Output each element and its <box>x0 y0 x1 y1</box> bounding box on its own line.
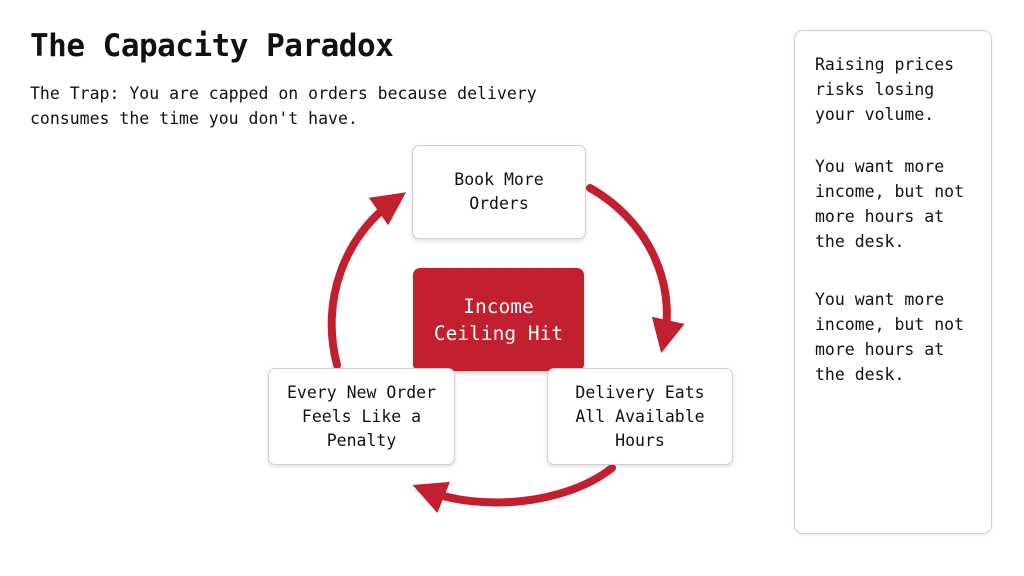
side-panel-paragraph: You want more income, but not more hours… <box>815 157 965 251</box>
cycle-node-order-feels-penalty: Every New Order Feels Like a Penalty <box>268 368 455 465</box>
cycle-center-label: Income Ceiling Hit <box>433 294 564 345</box>
arrow-top-to-right <box>586 184 685 354</box>
cycle-node-label: Every New Order Feels Like a Penalty <box>286 382 436 450</box>
side-panel-paragraph: You want more income, but not more hours… <box>815 290 965 384</box>
arrow-left-to-top <box>327 192 407 369</box>
cycle-node-book-more-orders: Book More Orders <box>412 145 586 239</box>
cycle-center-income-ceiling: Income Ceiling Hit <box>413 268 584 371</box>
side-panel-paragraph: Raising prices risks losing your volume. <box>815 55 955 124</box>
cycle-node-label: Book More Orders <box>454 170 544 213</box>
side-panel: Raising prices risks losing your volume.… <box>794 30 992 534</box>
page-title: The Capacity Paradox <box>30 28 394 64</box>
page-subtitle: The Trap: You are capped on orders becau… <box>30 84 537 128</box>
cycle-node-delivery-eats-hours: Delivery Eats All Available Hours <box>547 368 733 465</box>
cycle-node-label: Delivery Eats All Available Hours <box>575 382 705 450</box>
arrow-right-to-left <box>412 464 616 514</box>
